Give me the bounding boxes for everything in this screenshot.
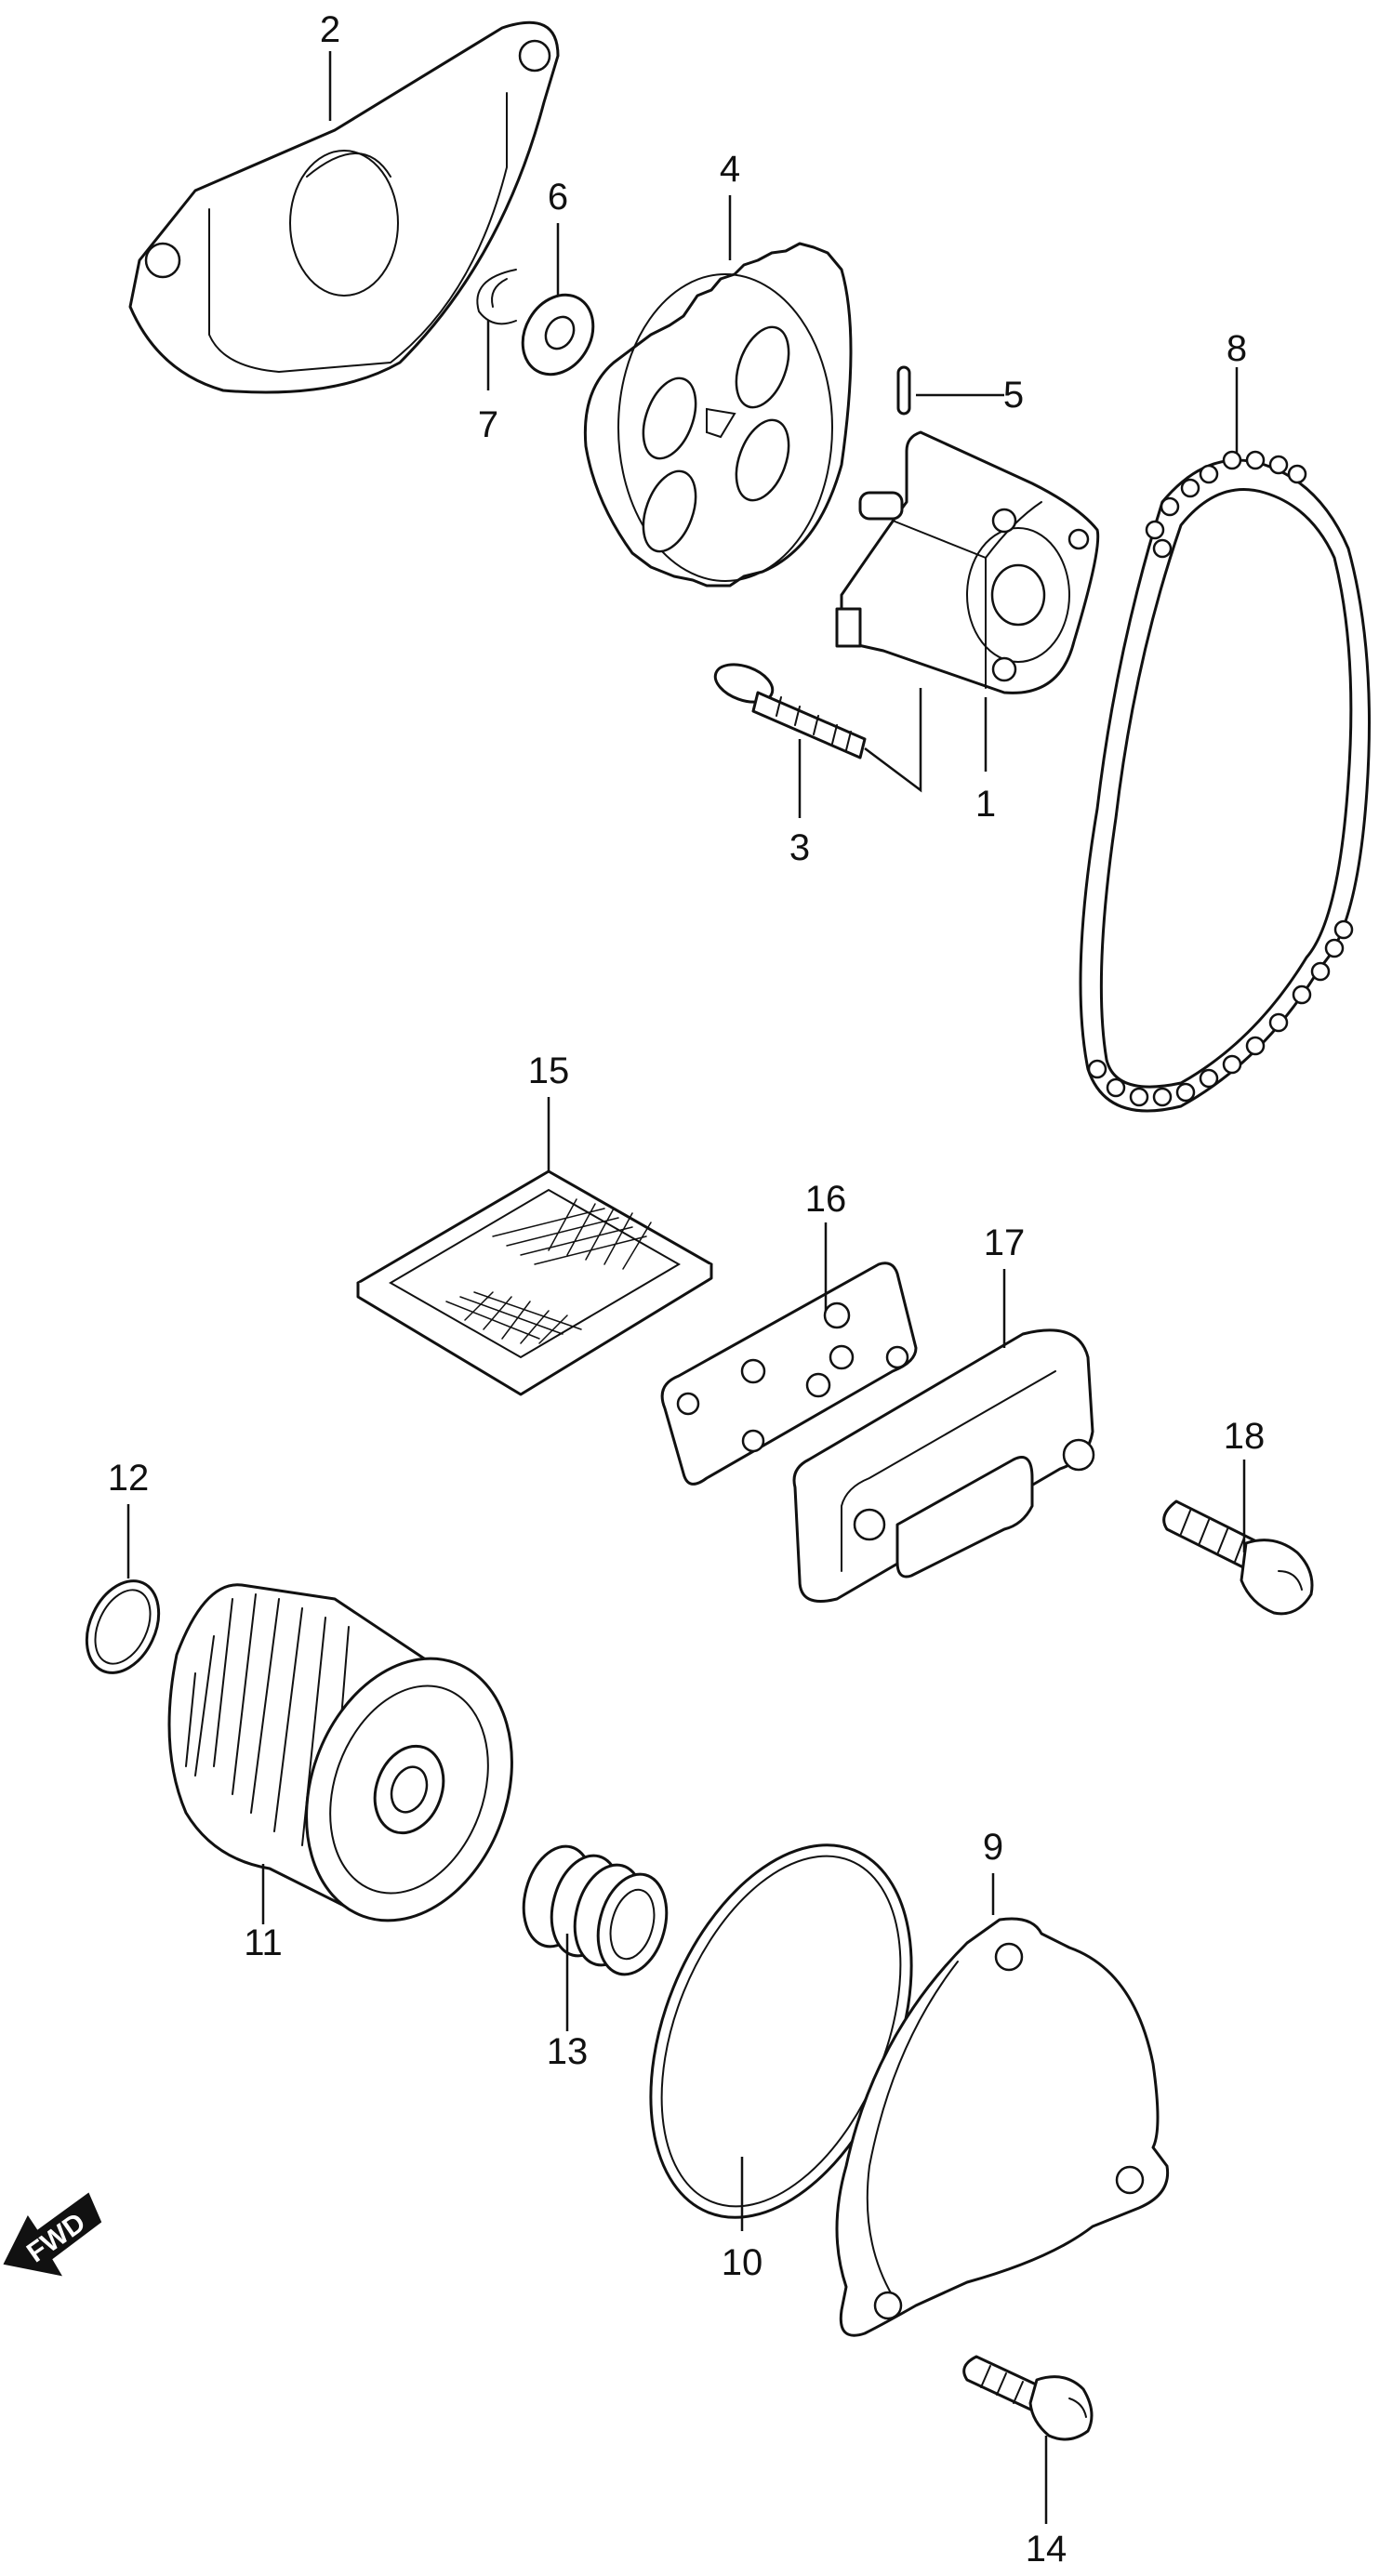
part-3-screw [713,663,867,760]
part-2-pump-cover [128,20,560,394]
label-6: 6 [548,177,568,218]
label-10: 10 [722,2242,763,2283]
label-3: 3 [789,827,810,868]
label-16: 16 [805,1179,847,1220]
label-15: 15 [528,1050,570,1091]
label-4: 4 [720,149,740,190]
part-7-clip [476,269,517,325]
part-labels: 1 2 3 4 5 6 7 8 9 10 11 12 13 14 15 16 1… [108,9,1266,2569]
part-12-o-ring [85,1579,161,1674]
label-2: 2 [320,9,340,50]
label-11: 11 [244,1922,283,1963]
label-12: 12 [108,1458,150,1499]
part-13-spring [522,1844,669,1976]
chain-links-top [1145,450,1307,559]
part-8-chain [1079,450,1371,1113]
label-17: 17 [984,1222,1026,1263]
part-15-strainer [356,1169,713,1396]
label-8: 8 [1227,328,1247,369]
part-16-gasket [660,1262,918,1486]
chain-links-bottom [1087,919,1354,1107]
part-18-bolt [1162,1499,1314,1616]
label-5: 5 [1003,375,1024,416]
label-18: 18 [1224,1416,1266,1457]
label-7: 7 [478,404,498,445]
part-14-bolt [962,2355,1094,2441]
part-5-pin [896,365,911,416]
label-13: 13 [547,2031,589,2072]
fwd-arrow: FWD [3,2192,102,2277]
label-9: 9 [983,1827,1003,1868]
part-11-oil-filter [167,1583,513,1922]
part-17-holder [792,1328,1095,1603]
part-9-filter-cap [835,1917,1170,2337]
part-6-washer [521,293,595,376]
strainer-mesh [445,1198,652,1344]
leader-lines [126,51,1246,2524]
label-1: 1 [975,784,996,825]
part-1-oil-pump [835,430,1100,694]
label-14: 14 [1026,2529,1067,2569]
part-4-gear [583,242,853,588]
